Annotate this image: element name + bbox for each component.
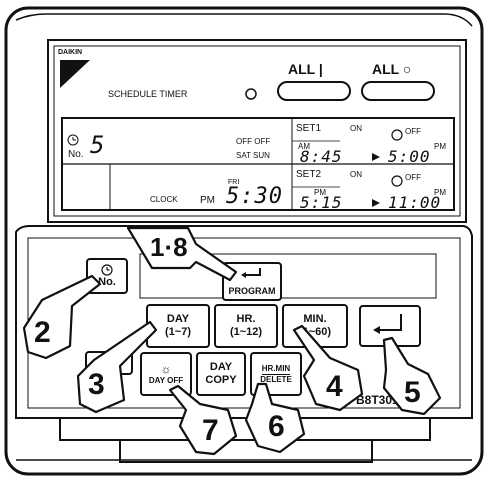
min-button-label: MIN. (303, 313, 327, 326)
enter-icon (241, 268, 261, 278)
set1-label: SET1 (296, 123, 322, 134)
sun-icon: ☼ (160, 361, 172, 376)
set2-on: ON (350, 170, 362, 179)
day-button-label: DAY (166, 313, 190, 326)
callout-7: 7 (202, 414, 219, 447)
set1-off: OFF (405, 127, 421, 136)
program-button[interactable]: PROGRAM (222, 262, 282, 301)
all-off-label: ALL ○ (372, 61, 412, 77)
callout-6: 6 (268, 410, 285, 443)
lcd-sat-sun: SAT SUN (236, 151, 270, 160)
set1-pm: PM (434, 142, 446, 151)
min-button[interactable]: MIN. (1~60) (282, 304, 348, 348)
day-off-button[interactable]: ☼ DAY OFF (140, 352, 192, 396)
hr-button-label: HR. (236, 313, 256, 326)
clock-pm: PM (200, 195, 215, 206)
set2-on-time: 5:15 (300, 193, 343, 212)
clock-fri: FRI (228, 179, 240, 186)
min-button-range: (1~60) (298, 326, 332, 338)
day-button-range: (1~7) (165, 326, 191, 338)
clock-time: 5:30 (226, 184, 283, 209)
set2-pm-off: PM (434, 188, 446, 197)
enter-button[interactable] (360, 306, 420, 346)
lcd-off-off: OFF OFF (236, 137, 271, 146)
set2-label: SET2 (296, 169, 322, 180)
all-on-label: ALL | (288, 61, 323, 77)
delete-label: DELETE (260, 374, 292, 384)
day-copy-button[interactable]: DAY COPY (196, 352, 246, 396)
set2-pm-on: PM (314, 188, 326, 197)
hr-min-label: HR.MIN (261, 364, 291, 375)
set2-off-time: 11:00 (388, 193, 442, 212)
callout-5: 5 (404, 376, 421, 409)
lcd-no-label: No. (68, 149, 84, 160)
callout-3: 3 (88, 368, 105, 401)
clock-icon (101, 264, 113, 276)
set1-on-time: 8:45 (300, 147, 343, 166)
no-button-label: No. (98, 275, 116, 288)
callout-1-8: 1·8 (150, 232, 188, 262)
set2-off: OFF (405, 173, 421, 182)
set1-am: AM (298, 142, 310, 151)
no-button[interactable]: No. (86, 258, 128, 294)
hr-button-range: (1~12) (229, 326, 263, 338)
program-button-label: PROGRAM (228, 285, 276, 296)
hr-button[interactable]: HR. (1~12) (214, 304, 278, 348)
delete-button[interactable]: HR.MIN DELETE (250, 352, 302, 396)
day-copy-label-1: DAY (209, 361, 233, 374)
all-on-button[interactable] (280, 84, 348, 98)
callout-2: 2 (34, 316, 51, 349)
brand-mark: DAIKIN (58, 49, 83, 56)
set1-on: ON (350, 124, 362, 133)
device-title: SCHEDULE TIMER (108, 89, 188, 99)
all-off-button[interactable] (364, 84, 432, 98)
set1-off-time: 5:00 (388, 147, 431, 166)
callout-4: 4 (326, 370, 343, 403)
lcd-no-value: 5 (90, 131, 106, 159)
day-copy-label-2: COPY (205, 374, 237, 386)
day-button[interactable]: DAY (1~7) (146, 304, 210, 348)
clock-label: CLOCK (150, 195, 178, 204)
day-off-button-label: DAY OFF (148, 376, 184, 386)
